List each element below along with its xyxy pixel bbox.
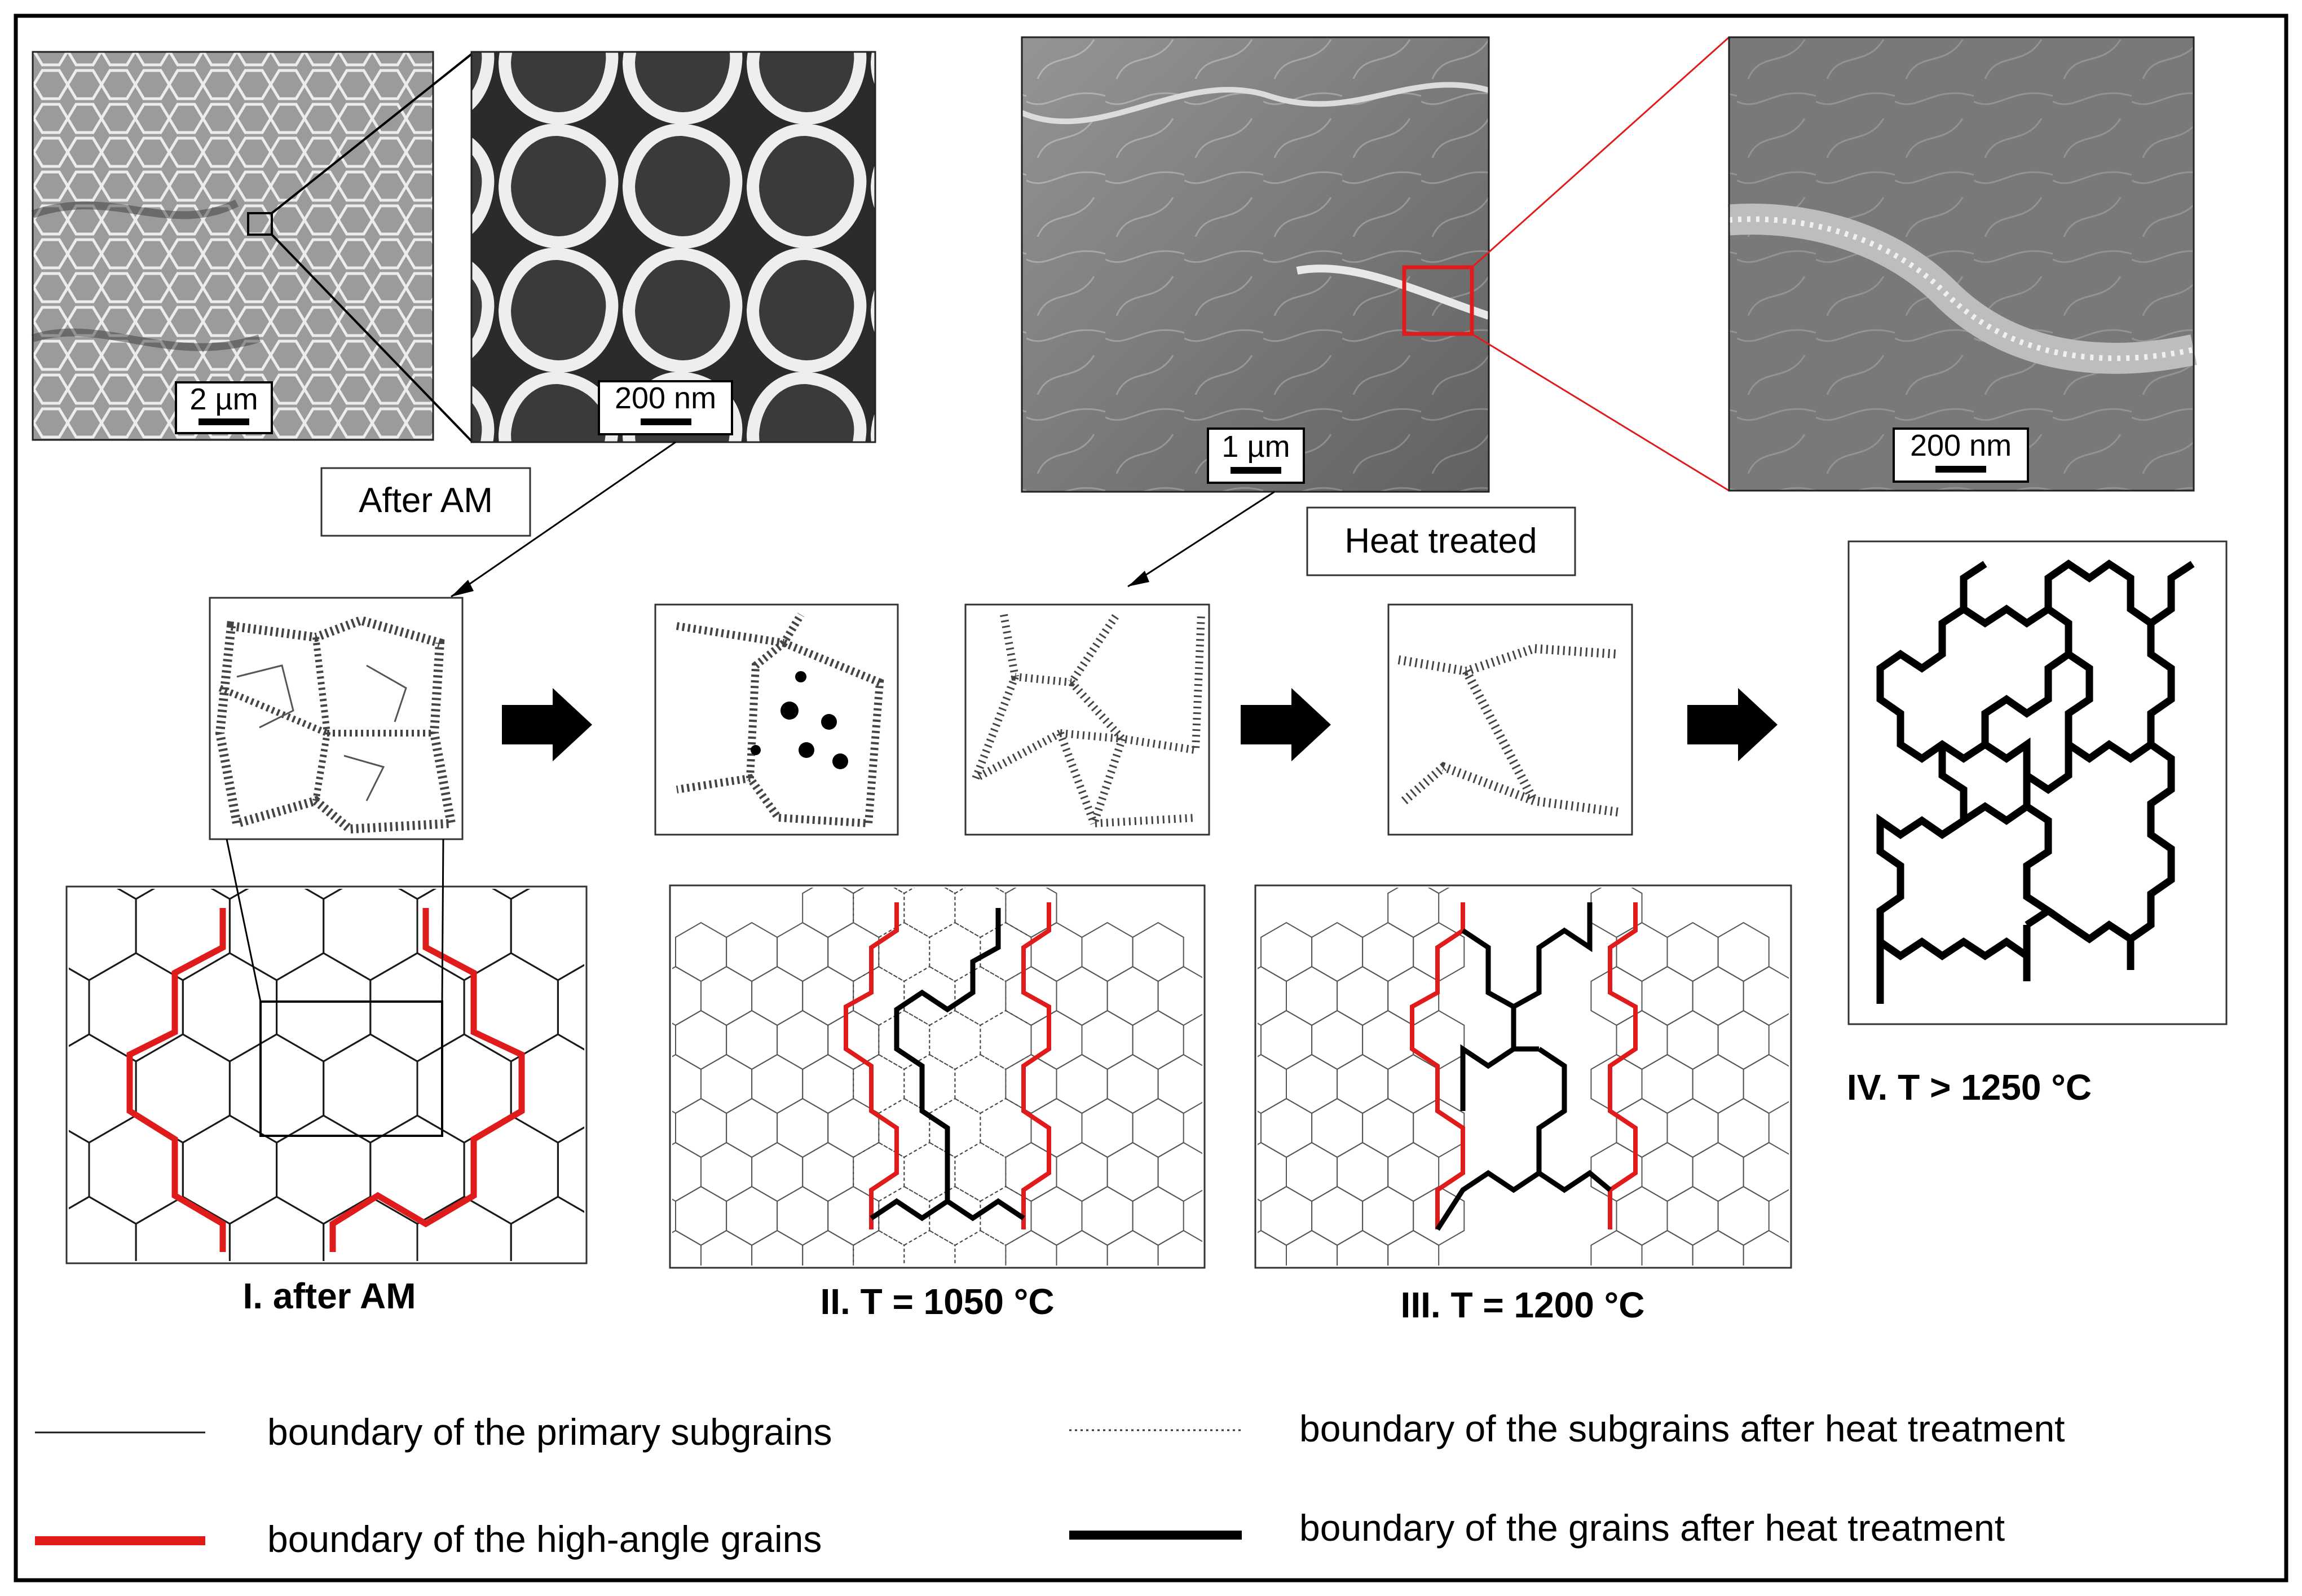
- zoom-line-red-bottom: [1471, 333, 1730, 492]
- sketch-1050-b: [964, 603, 1210, 836]
- callout-after-am: After AM: [320, 467, 531, 537]
- stage4-label: IV. T > 1250 °C: [1847, 1067, 2092, 1108]
- legend-label-high-angle: boundary of the high-angle grains: [267, 1518, 822, 1560]
- legend-label-grains-ht: boundary of the grains after heat treatm…: [1299, 1507, 2005, 1549]
- micrograph-heat-treated-low-mag: 1 µm: [1021, 36, 1490, 493]
- scale-label-200nm-1: 200 nm: [615, 381, 716, 415]
- zoom-box-small: [247, 212, 273, 236]
- hex-cell-51: [510, 1196, 584, 1261]
- process-arrow-3: [1687, 688, 1778, 761]
- stage4-box: [1847, 540, 2228, 1025]
- zoom-line-red-top: [1471, 36, 1730, 268]
- hex-cell-42: [557, 1126, 584, 1213]
- precipitates: [751, 671, 848, 769]
- hex-cell-24: [557, 964, 584, 1051]
- scale-label-200nm-2: 200 nm: [1910, 429, 2012, 462]
- scale-bar-2um: 2 µm: [175, 381, 273, 434]
- sketch-1200: [1387, 603, 1633, 836]
- process-arrow-1: [502, 688, 592, 761]
- legend-label-subgrains-ht: boundary of the subgrains after heat tre…: [1299, 1408, 2065, 1449]
- scale-bar-200nm-1: 200 nm: [598, 380, 733, 435]
- scale-label-2um: 2 µm: [189, 382, 258, 416]
- stage3-grain-boundary: [1435, 902, 1612, 1231]
- zoom-line-bottom: [271, 233, 473, 442]
- stage1-zoom-line-right: [441, 839, 444, 1002]
- sketch-after-am: [209, 597, 464, 840]
- arrow-after-am: [451, 441, 676, 598]
- zoom-line-top: [271, 53, 473, 214]
- stage2-high-angle-right: [1021, 902, 1051, 1229]
- stage3-high-angle-right: [1608, 902, 1638, 1229]
- hex-cell-45: [903, 1053, 956, 1114]
- hex-cell-87: [903, 1229, 956, 1266]
- stage2-diagram: [669, 884, 1206, 1269]
- stage3-diagram: [1254, 884, 1792, 1269]
- scale-bar-200nm-2: 200 nm: [1893, 427, 2029, 483]
- stage1-hex-network: [69, 889, 584, 1261]
- stage3-label: III. T = 1200 °C: [1401, 1285, 1645, 1325]
- hex-cell-92: [1743, 1229, 1789, 1266]
- stage2-high-angle-left: [844, 902, 899, 1229]
- stage1-diagram: [65, 885, 588, 1264]
- hex-cell-24: [903, 965, 956, 1026]
- micrograph-after-am-low-mag: 2 µm: [31, 51, 434, 441]
- hex-cell-92: [1157, 1229, 1202, 1266]
- arrowhead-heat-treated: [1128, 571, 1149, 587]
- stage3-high-angle-left: [1410, 902, 1465, 1229]
- legend: boundary of the primary subgrains bounda…: [35, 1408, 2065, 1560]
- stage1-zoom-box: [259, 1000, 443, 1137]
- hex-cell-66: [903, 1141, 956, 1202]
- legend-label-primary: boundary of the primary subgrains: [267, 1411, 832, 1453]
- micrograph-after-am-high-mag: 200 nm: [470, 51, 876, 443]
- micrograph-heat-treated-high-mag: 200 nm: [1727, 36, 2197, 492]
- arrowhead-after-am: [451, 580, 474, 597]
- process-arrow-2: [1241, 688, 1331, 761]
- stage1-high-angle-boundary: [126, 908, 525, 1252]
- zoom-box-red: [1402, 265, 1474, 336]
- stage3-hex-network: [1258, 888, 1789, 1266]
- callout-heat-treated: Heat treated: [1306, 506, 1576, 576]
- stage1-label: I. after AM: [243, 1276, 416, 1316]
- arrow-heat-treated: [1127, 491, 1275, 588]
- callout-after-am-label: After AM: [359, 481, 493, 520]
- callout-heat-treated-label: Heat treated: [1344, 522, 1537, 561]
- stage2-hex-network: [672, 888, 1202, 1266]
- scale-bar-1um: 1 µm: [1207, 427, 1305, 484]
- scale-label-1um: 1 µm: [1221, 430, 1290, 464]
- stage2-label: II. T = 1050 °C: [820, 1281, 1054, 1322]
- hex-cell-6: [903, 888, 956, 938]
- stage1-zoom-line-left: [226, 839, 262, 1002]
- sketch-1050-a: [654, 603, 899, 836]
- stage2-grain-boundary: [870, 908, 1025, 1222]
